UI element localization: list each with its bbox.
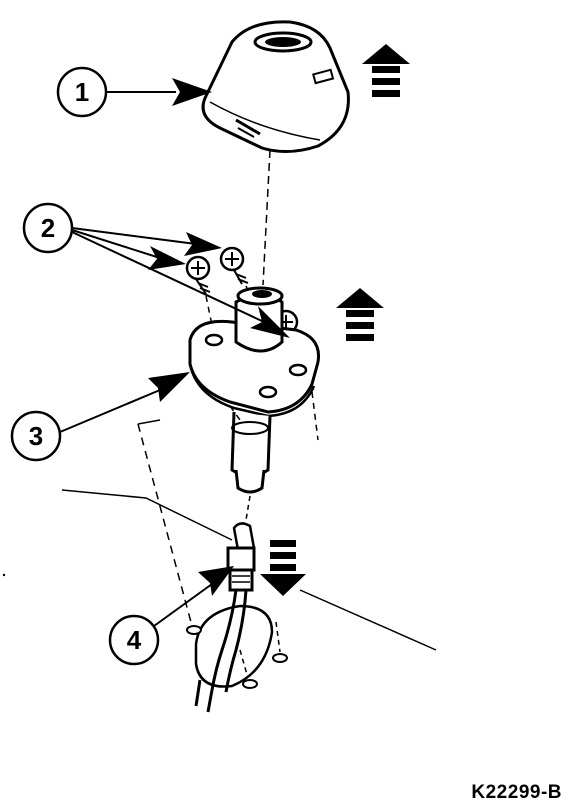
down-arrow-icon <box>260 540 306 596</box>
pointer-arrow-icon <box>148 246 186 270</box>
callout-2: 2 <box>22 202 290 338</box>
figure-code: K22299-B <box>471 782 562 803</box>
cap-part <box>201 20 350 153</box>
antenna-base-part <box>137 286 321 627</box>
callout-3: 3 <box>10 372 190 462</box>
pointer-arrow-icon <box>172 78 212 106</box>
pointer-arrow-icon <box>198 566 234 596</box>
pointer-arrow-icon <box>250 306 290 338</box>
callout-4: 4 <box>108 566 234 666</box>
screw <box>185 255 211 295</box>
callout-number: 2 <box>41 213 55 243</box>
callout-number: 3 <box>29 421 43 451</box>
screws-part <box>185 246 303 361</box>
pointer-arrow-icon <box>184 232 222 256</box>
callout-1: 1 <box>56 66 212 118</box>
cable-connector-part <box>194 522 256 713</box>
callout-number: 4 <box>127 625 142 655</box>
mounting-hole <box>186 604 288 689</box>
callout-number: 1 <box>75 77 89 107</box>
screw <box>219 246 249 285</box>
pointer-arrow-icon <box>148 372 190 402</box>
up-arrow-icon <box>362 44 410 97</box>
up-arrow-icon <box>336 288 384 341</box>
